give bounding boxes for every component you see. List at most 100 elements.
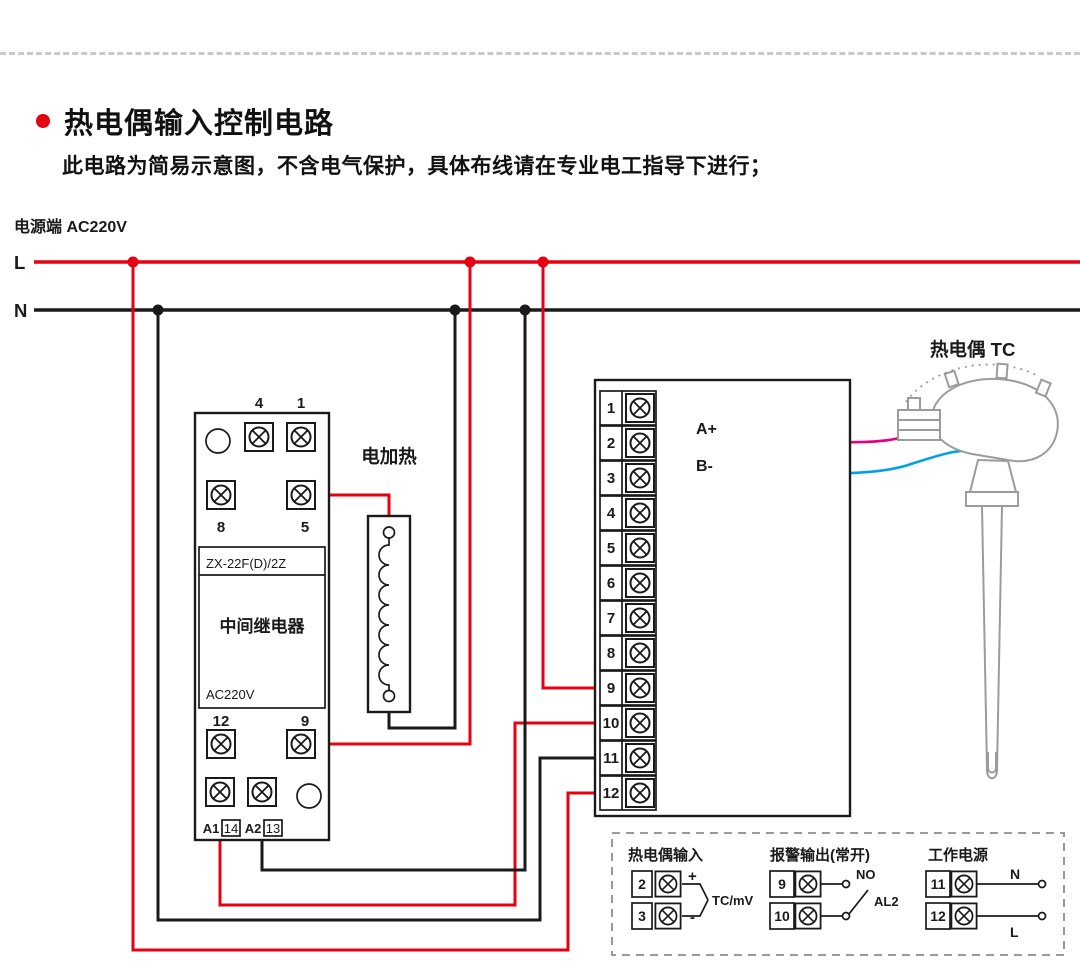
legend-border <box>611 832 1065 956</box>
thermocouple-bolt <box>943 369 960 389</box>
terminal-row-3: 3 <box>599 460 657 496</box>
legend-tc-title: 热电偶输入 <box>628 846 703 864</box>
legend-alarm-title: 报警输出(常开) <box>770 846 870 864</box>
relay-screw-5 <box>286 480 316 510</box>
thermocouple-probe-tip-inner <box>987 752 997 774</box>
thermocouple-label: 热电偶 TC <box>930 339 1015 360</box>
relay-screw-a2 <box>247 777 277 807</box>
terminal-row-6: 6 <box>599 565 657 601</box>
relay-mount-hole-bottom <box>296 783 322 809</box>
legend-plus: + <box>688 868 697 885</box>
relay-screw-8 <box>206 480 236 510</box>
legend-alarm-10: 10 <box>774 908 790 924</box>
open-contact-blade <box>848 889 869 915</box>
terminal-screw <box>625 463 655 493</box>
terminal-screw <box>625 743 655 773</box>
terminal-screw <box>625 568 655 598</box>
terminal-screw <box>625 393 655 423</box>
heater-terminal-bottom <box>382 689 396 703</box>
relay-pin-13: 13 <box>266 821 280 836</box>
line-n-label: N <box>14 300 27 321</box>
wire-n-to-terminal11 <box>156 310 626 922</box>
contact-point <box>841 911 851 921</box>
legend-alarm-9: 9 <box>778 876 786 892</box>
top-dashed-divider <box>0 52 1080 55</box>
legend-n-label: N <box>1010 866 1020 882</box>
legend-box: 热电偶输入 2 3 + - TC/mV 报警输出(常开) 9 10 <box>611 832 1065 956</box>
terminal-screw <box>654 870 682 898</box>
terminal-row-12: 12 <box>599 775 657 811</box>
terminal-number: 10 <box>603 715 620 732</box>
thermocouple-bolt <box>995 362 1009 380</box>
contact-point <box>1037 911 1047 921</box>
legend-tc-unit: TC/mV <box>712 893 754 908</box>
relay-screw-a1 <box>205 777 235 807</box>
terminal-row-5: 5 <box>599 530 657 566</box>
relay-screw-4 <box>244 422 274 452</box>
wire-l-to-relay-contact9 <box>301 262 472 746</box>
relay-pin13-box <box>263 819 283 837</box>
heater-terminal-top <box>382 526 396 539</box>
relay-mount-hole-top <box>205 428 231 454</box>
terminal-number: 8 <box>607 645 615 662</box>
legend-tc-input: 热电偶输入 2 3 + - TC/mV <box>628 846 754 930</box>
terminal-row-9: 9 <box>599 670 657 706</box>
line-l-label: L <box>14 252 25 273</box>
legend-tc-2: 2 <box>638 876 646 892</box>
terminal-screw <box>625 498 655 528</box>
wire-relaycoil-a1-to-terminal10 <box>218 721 626 907</box>
terminal-screw <box>625 603 655 633</box>
relay-component: 4 1 8 5 ZX-22F(D)/2Z 中间继电器 AC220V 12 9 A… <box>193 395 331 842</box>
terminal-screw <box>654 902 682 930</box>
terminal-number: 11 <box>603 750 619 767</box>
relay-pin-5: 5 <box>301 519 309 536</box>
thermocouple-head <box>930 377 1059 463</box>
relay-model: ZX-22F(D)/2Z <box>206 556 286 571</box>
relay-screw-12 <box>206 729 236 759</box>
terminal-screw <box>794 902 822 930</box>
contact-point <box>841 879 851 889</box>
relay-pin-9: 9 <box>301 713 309 730</box>
terminal-row-11: 11 <box>599 740 657 776</box>
legend-power-12: 12 <box>930 908 946 924</box>
relay-pin-8: 8 <box>217 519 225 536</box>
legend-minus: - <box>690 909 695 926</box>
legend-al2-label: AL2 <box>874 894 899 909</box>
terminal-screw <box>625 638 655 668</box>
relay-pin-14: 14 <box>224 821 238 836</box>
legend-alarm-output: 报警输出(常开) 9 10 NO AL2 <box>769 846 899 930</box>
terminal-screw <box>625 778 655 808</box>
terminal-screw <box>950 902 978 930</box>
thermocouple-bolt <box>1034 378 1052 398</box>
terminal-row-4: 4 <box>599 495 657 531</box>
terminal-row-8: 8 <box>599 635 657 671</box>
relay-name: 中间继电器 <box>220 616 306 636</box>
heater-label: 电加热 <box>361 446 417 467</box>
legend-tc-3: 3 <box>638 908 646 924</box>
red-bullet-icon <box>36 114 50 128</box>
legend-working-power: 工作电源 11 12 N L <box>925 846 1047 940</box>
terminal-screw <box>625 428 655 458</box>
terminal-screw <box>625 533 655 563</box>
relay-pin-4: 4 <box>255 395 264 412</box>
relay-pin-1: 1 <box>297 395 305 412</box>
junction-dot <box>152 304 164 316</box>
power-terminal-label: 电源端 AC220V <box>14 217 127 236</box>
terminal-screw <box>950 870 978 898</box>
legend-power-title: 工作电源 <box>928 846 988 864</box>
legend-l-label: L <box>1010 924 1019 940</box>
terminal-number: 2 <box>607 435 615 452</box>
legend-tc-bracket <box>682 883 709 917</box>
b-minus-label: B- <box>696 458 713 475</box>
terminal-row-2: 2 <box>599 425 657 461</box>
legend-power-11: 11 <box>931 876 946 892</box>
thermocouple-hex-fitting <box>897 409 941 441</box>
contact-point <box>1037 879 1047 889</box>
junction-dot <box>464 256 476 268</box>
relay-screw-1 <box>286 422 316 452</box>
junction-dot <box>537 256 549 268</box>
legend-no-label: NO <box>856 867 876 882</box>
terminal-number: 5 <box>607 540 615 557</box>
